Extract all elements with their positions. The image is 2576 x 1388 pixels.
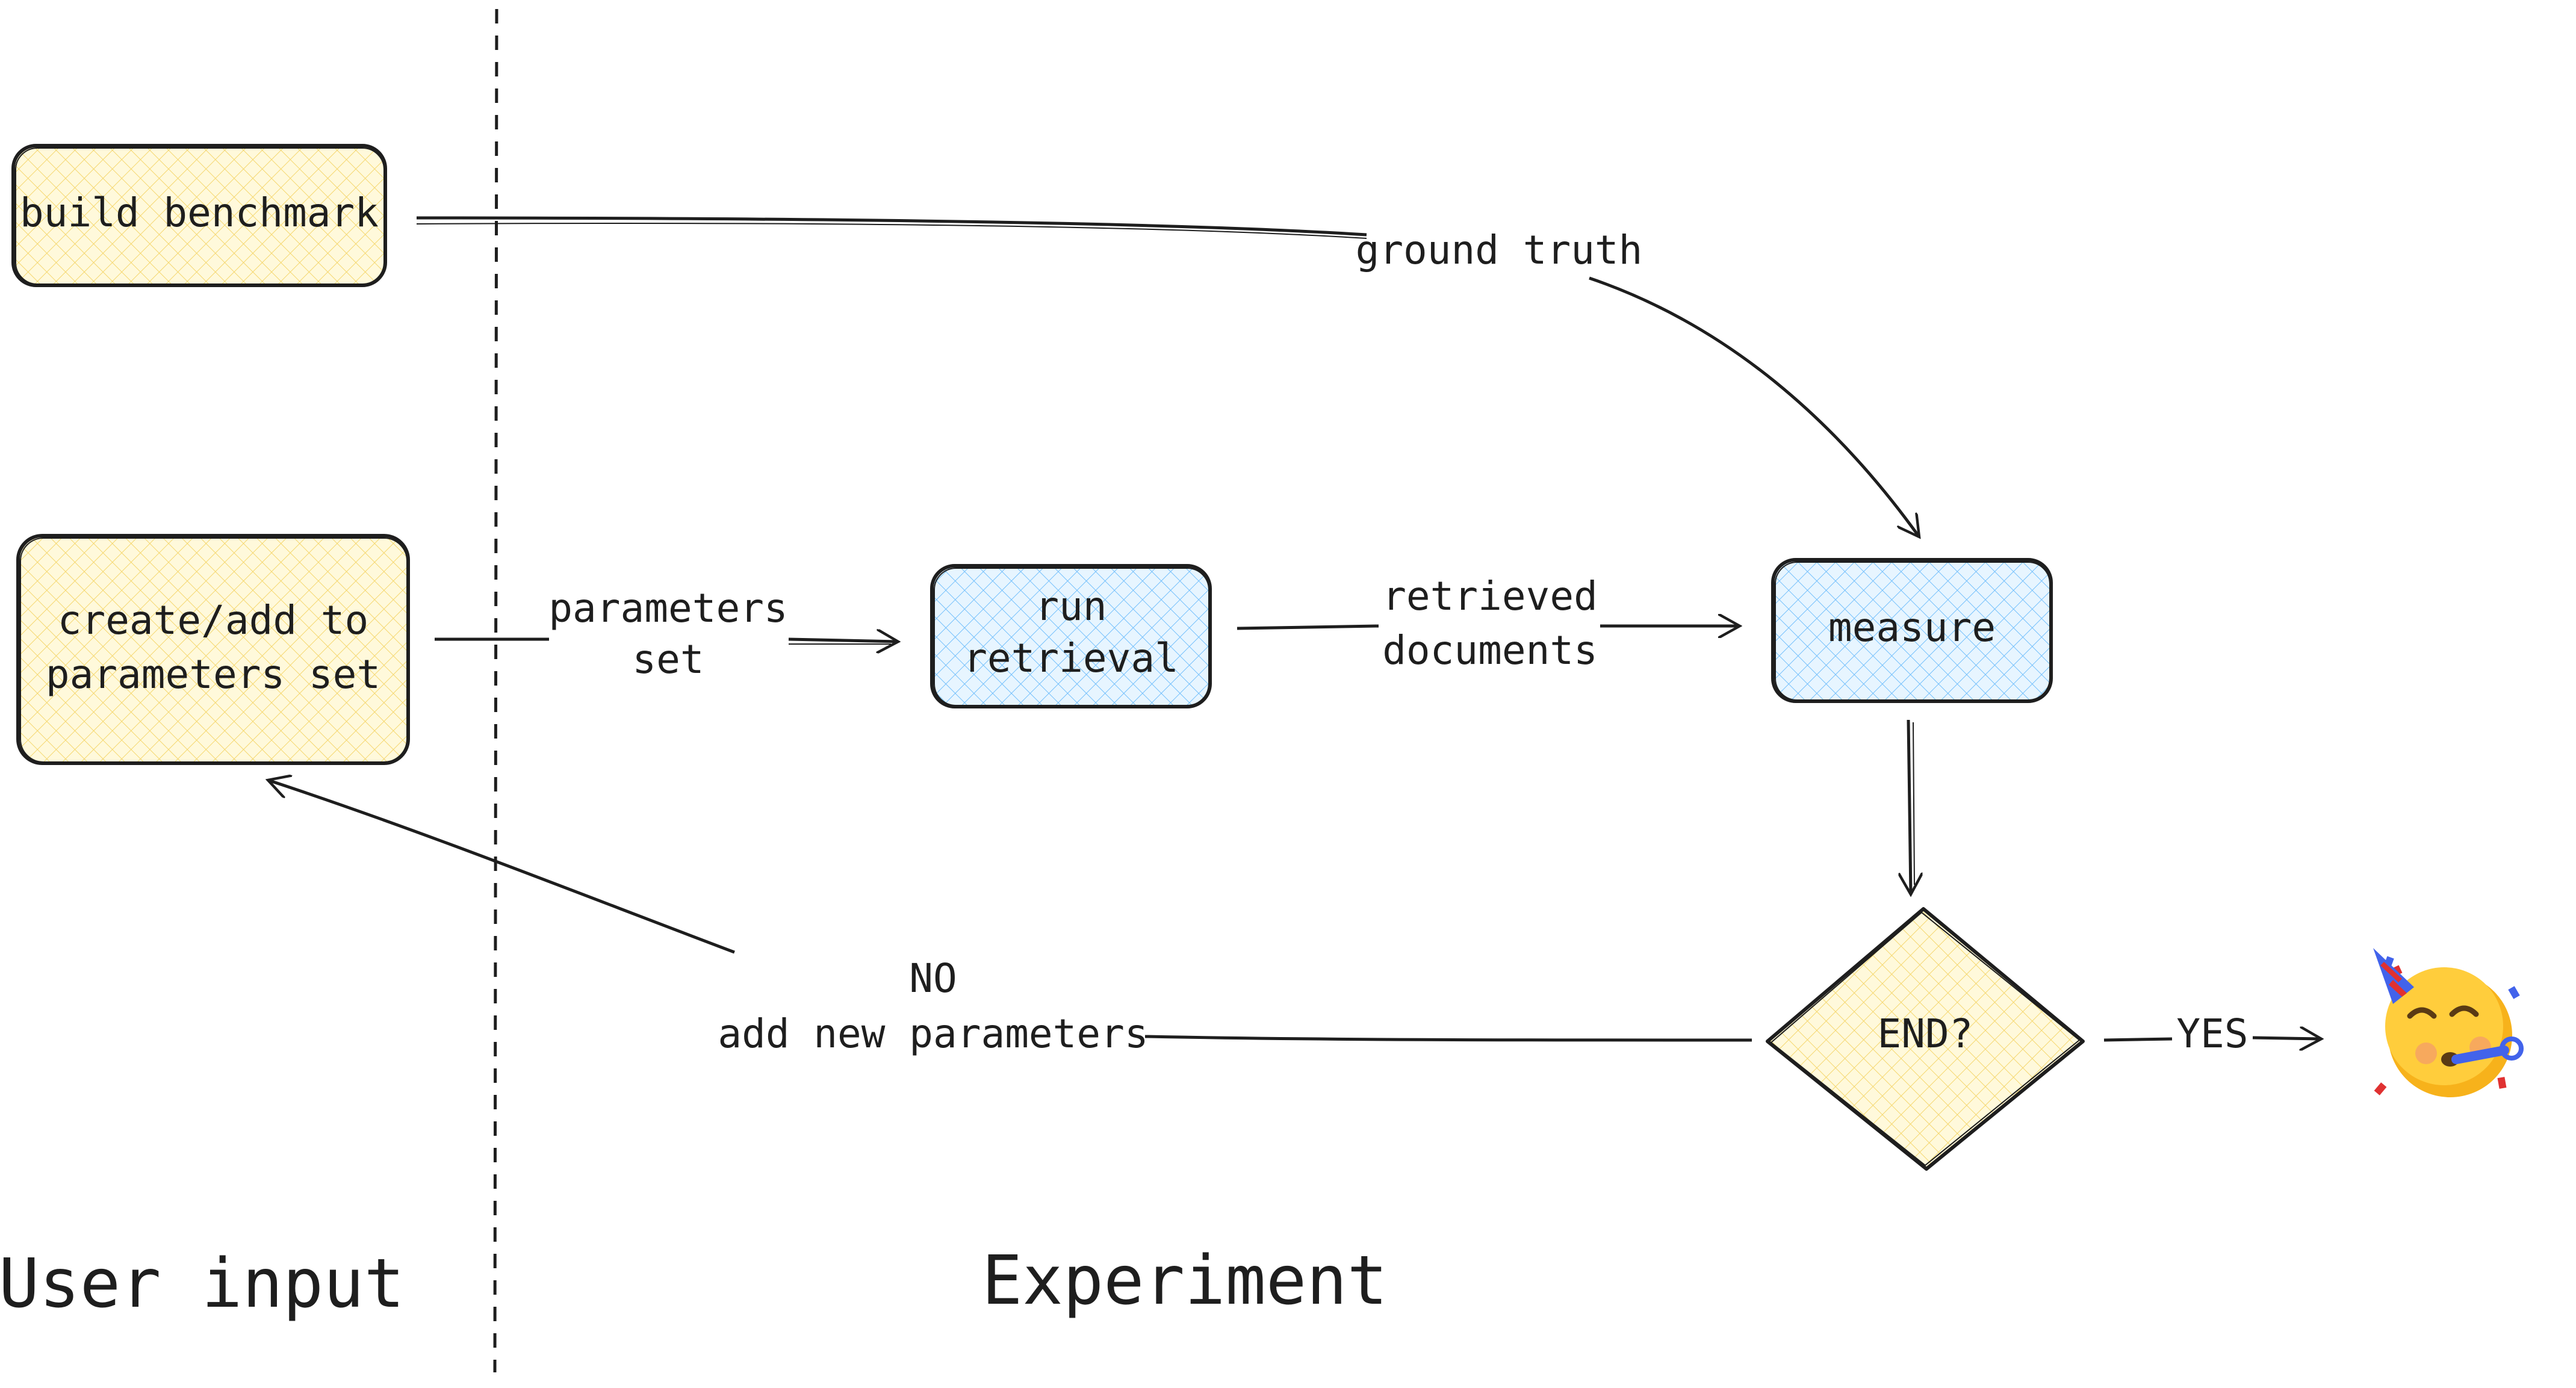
parameters-set-edge-label-line1: parameters: [548, 585, 787, 631]
edge-yes-b: [2252, 1038, 2321, 1039]
edge-parameters-set-b: [788, 639, 898, 642]
edge-yes-a: [2103, 1037, 2173, 1042]
parameters-set-node[interactable]: create/add to parameters set: [16, 534, 410, 765]
parameters-set-edge-label-line2: set: [632, 636, 704, 683]
add-new-parameters-label: add new parameters: [718, 1011, 1148, 1057]
end-decision-node[interactable]: END?: [1766, 907, 2085, 1171]
edge-no-arrow: [268, 780, 735, 954]
run-retrieval-label-line1: run: [1035, 583, 1106, 630]
parameters-set-label-line2: parameters set: [46, 651, 380, 698]
measure-label: measure: [1828, 604, 1996, 651]
retrieved-documents-label-line2: documents: [1382, 627, 1598, 674]
build-benchmark-node[interactable]: build benchmark: [11, 144, 387, 287]
no-label: NO: [909, 955, 957, 1002]
edge-retrieved-documents-a: [1237, 624, 1379, 630]
user-input-lane-title: User input: [0, 1245, 405, 1323]
run-retrieval-node[interactable]: run retrieval: [930, 564, 1212, 708]
yes-label: YES: [2176, 1011, 2248, 1057]
edge-measure-to-end: [1908, 719, 1911, 894]
ground-truth-label: ground truth: [1356, 227, 1643, 273]
retrieved-documents-label-line1: retrieved: [1382, 573, 1598, 619]
edge-ground-truth-arrow: [1589, 276, 1919, 537]
parameters-set-label-line1: create/add to: [58, 597, 369, 643]
experiment-lane-title: Experiment: [982, 1242, 1388, 1320]
build-benchmark-label: build benchmark: [20, 190, 379, 236]
end-label: END?: [1878, 1011, 1973, 1057]
edge-ground-truth: [416, 216, 1367, 237]
lane-divider: [493, 8, 498, 1373]
edge-no: [1144, 1035, 1752, 1042]
run-retrieval-label-line2: retrieval: [963, 635, 1179, 681]
measure-node[interactable]: measure: [1771, 558, 2053, 703]
partying-face-emoji: [2373, 948, 2524, 1097]
